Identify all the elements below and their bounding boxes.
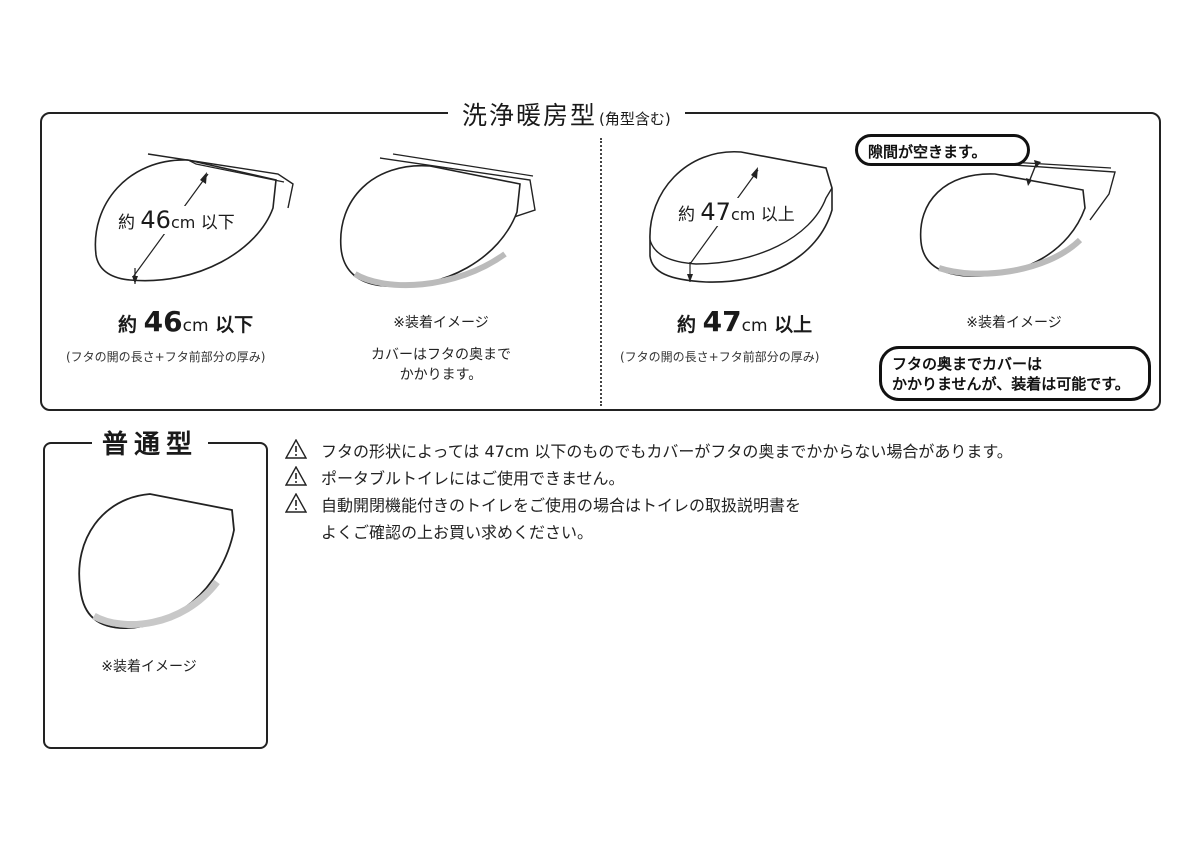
measure-47-value: 47 [702,305,742,338]
note-text: ポータブルトイレにはご使用できません。 [321,469,625,488]
measure-47-unit: cm [741,316,768,336]
measure-47-suffix: 以上 [774,314,813,336]
inline-46-value: 46 [140,206,171,234]
mount-caption-washlet-right: ※装着イメージ [966,315,1062,331]
inline-47-value: 47 [700,198,731,226]
warning-triangle-icon [285,466,307,486]
inline-47-suffix: 以上 [760,205,795,225]
note-text: フタの形状によっては 47cm 以下のものでもカバーがフタの奥までかからない場合… [321,442,1013,461]
measure-46-value: 46 [143,305,183,338]
measure-46-suffix: 以下 [215,314,254,336]
coverage-callout-line1: フタの奥までカバーは [892,355,1043,373]
note-text: 自動開閉機能付きのトイレをご使用の場合はトイレの取扱説明書を [321,496,802,515]
inline-47-prefix: 約 [678,205,695,225]
warning-triangle-icon [285,439,307,459]
mount-caption-line2: カバーはフタの奥まで [371,347,511,363]
washlet-title-text: 洗浄暖房型 [462,101,598,130]
note-continuation-row: よくご確認の上お買い求めください。 [285,517,1165,544]
standard-section-title: 普通型 [92,424,209,461]
lid-length-note-right: (フタの開の長さ+フタ前部分の厚み) [620,350,820,364]
inline-46-suffix: 以下 [200,213,235,233]
cover-mounted-standard-illustration [72,490,242,635]
inline-46-unit: cm [170,213,196,232]
warning-triangle-icon [285,493,307,513]
washlet-title-note: (角型含む) [599,110,671,128]
notes-list: フタの形状によっては 47cm 以下のものでもカバーがフタの奥までかからない場合… [285,436,1165,544]
measure-46-prefix: 約 [118,314,138,336]
lid-measure-47-label: 約 47cm 以上 [677,305,812,338]
washlet-section-title: 洗浄暖房型(角型含む) [448,96,685,132]
lid-measure-46-label: 約 46cm 以下 [118,305,253,338]
cover-mounted-washlet-illustration [335,150,545,300]
section-divider [600,138,602,406]
note-item: ポータブルトイレにはご使用できません。 [285,463,1165,490]
measure-46-unit: cm [182,316,209,336]
note-item: 自動開閉機能付きのトイレをご使用の場合はトイレの取扱説明書を [285,490,1165,517]
lid-length-note-left: (フタの開の長さ+フタ前部分の厚み) [66,350,266,364]
lid-measure-46-inline: 約 46cm 以下 [116,206,237,234]
mount-caption-line3: かかります。 [399,367,483,383]
note-continuation: よくご確認の上お買い求めください。 [321,523,594,542]
mount-caption-standard: ※装着イメージ [101,659,197,675]
lid-measure-47-inline: 約 47cm 以上 [676,198,797,226]
measure-47-prefix: 約 [677,314,697,336]
mount-caption-title: ※装着イメージ [393,315,489,331]
mount-caption-washlet-left: ※装着イメージ カバーはフタの奥まで かかります。 [356,312,526,384]
gap-callout: 隙間が空きます。 [855,134,1030,166]
inline-47-unit: cm [730,205,756,224]
inline-46-prefix: 約 [118,213,135,233]
cover-gap-illustration [915,150,1125,290]
note-item: フタの形状によっては 47cm 以下のものでもカバーがフタの奥までかからない場合… [285,436,1165,463]
coverage-callout: フタの奥までカバーは かかりませんが、装着は可能です。 [879,346,1151,401]
coverage-callout-line2: かかりませんが、装着は可能です。 [892,375,1130,393]
